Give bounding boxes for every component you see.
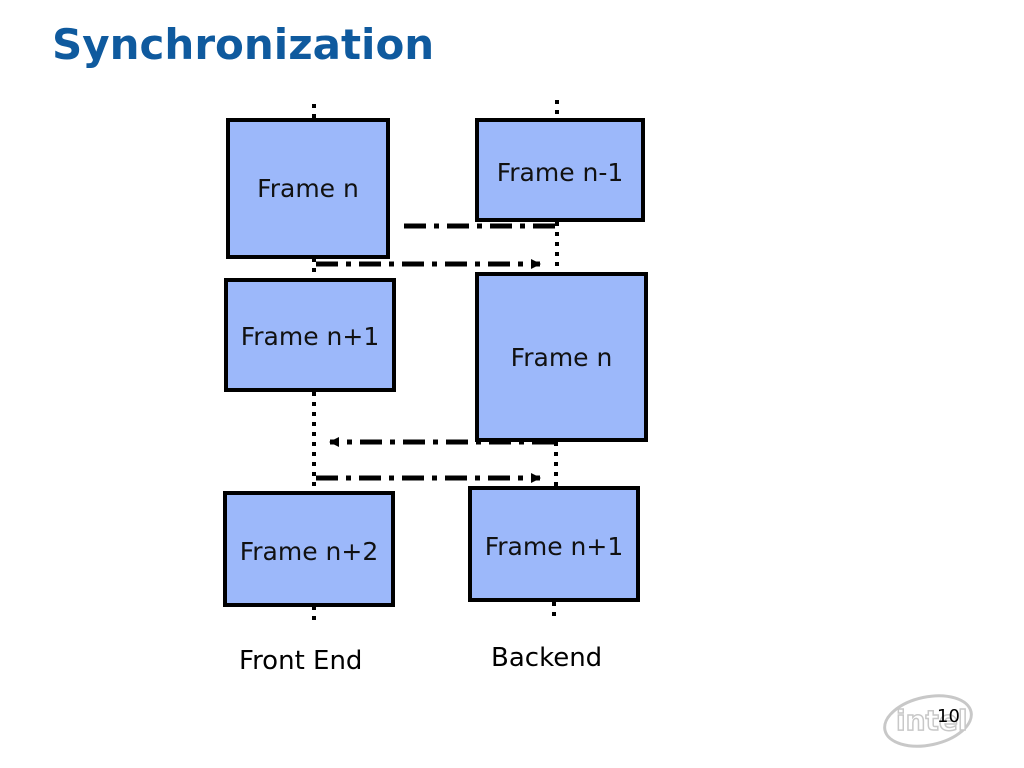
intel-logo: intel [883,694,973,748]
backend-label: Backend [491,643,603,673]
backend-frame-n-plus-1: Frame n+1 [468,486,640,602]
slide-title: Synchronization [52,20,435,69]
sync-arrows [316,223,556,483]
front-end-frame-n-plus-2: Frame n+2 [223,491,395,607]
backend-frame-n-minus-1: Frame n-1 [475,118,645,222]
backend-timeline [552,100,559,620]
front-end-frame-n: Frame n [226,118,390,259]
front-end-frame-n-plus-1: Frame n+1 [224,278,396,392]
page-number: 10 [937,706,960,727]
backend-frame-n: Frame n [475,272,648,442]
svg-text:intel: intel [896,704,968,737]
front-end-label: Front End [239,646,363,676]
